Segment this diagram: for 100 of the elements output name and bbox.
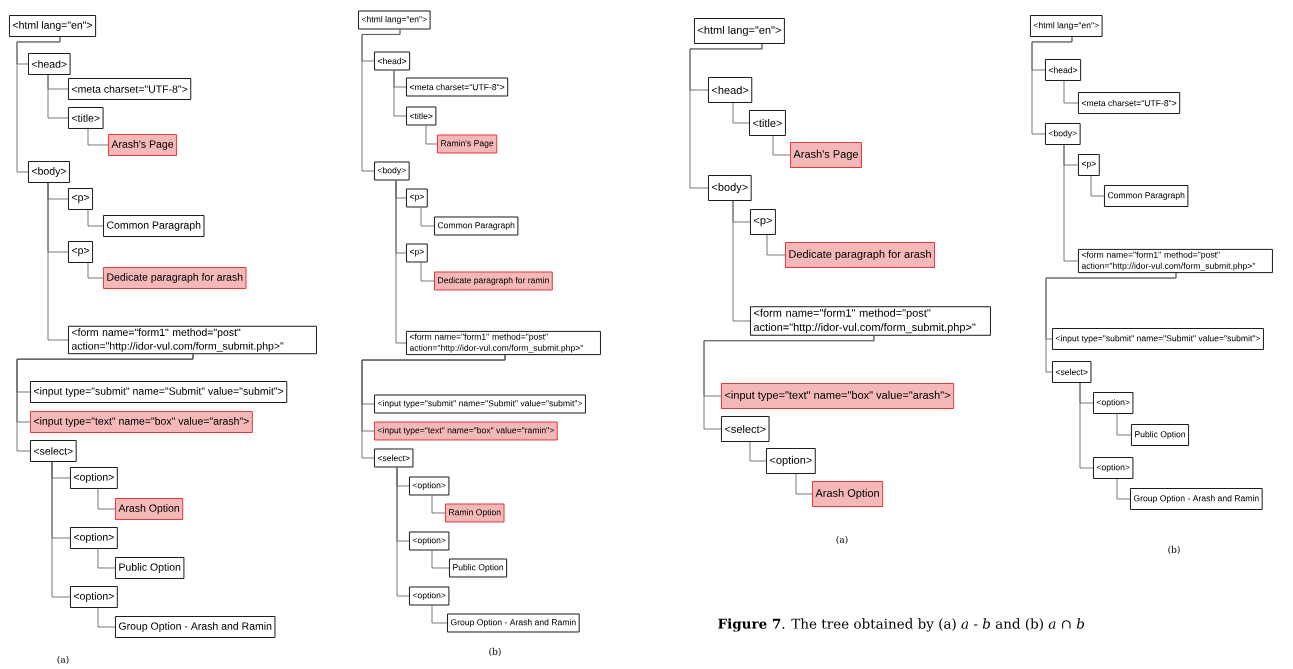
tree-node-box: <form name="form1" method="post" action="http://idor-vul.com/form_submit.php>" xyxy=(1078,248,1273,274)
tree-node-box: Public Option xyxy=(115,557,185,579)
tree-connector xyxy=(1031,36,1073,135)
subfigure-label: (b) xyxy=(489,647,501,657)
tree-node-box: Group Option - Arash and Ramin xyxy=(115,616,276,638)
tree-connector xyxy=(1045,272,1177,373)
tree-node-box: <option> xyxy=(409,476,450,496)
tree-connector xyxy=(87,128,109,146)
tree-node-box: <p> xyxy=(406,188,428,208)
tree-node-box: <meta charset="UTF-8"> xyxy=(1078,92,1181,114)
tree-node-box: <select> xyxy=(30,440,77,462)
tree-node-box: <html lang="en"> xyxy=(1030,15,1103,37)
tree-connector xyxy=(431,605,448,624)
tree-node-box: Group Option - Arash and Ramin xyxy=(447,613,580,633)
tree-connector xyxy=(16,36,61,173)
tree-node-box: <option> xyxy=(409,586,450,606)
tree-node-box: <input type="submit" name="Submit" value="submit"> xyxy=(1052,328,1264,350)
tree-node-box: <input type="submit" name="Submit" value="submit"> xyxy=(374,394,586,414)
figure-caption: Figure 7. The tree obtained by (a) a - b and (b) a ∩ b xyxy=(718,618,1085,632)
tree-node-box: <head> xyxy=(28,53,71,75)
tree-node-box: <input type="submit" name="Submit" value="submit"> xyxy=(30,381,288,403)
highlighted-node-box: Dedicate paragraph for arash xyxy=(103,267,247,289)
highlighted-node-box: Arash Option xyxy=(115,498,184,520)
tree-connector xyxy=(361,29,401,172)
tree-connector xyxy=(732,102,750,124)
tree-node-box: Common Paragraph xyxy=(1104,185,1189,207)
highlighted-node-box: Arash's Page xyxy=(108,134,178,156)
tree-node-box: <head> xyxy=(1045,59,1082,81)
highlighted-node-box: <input type="text" name="box" value="arash"> xyxy=(30,411,253,433)
tree-connector xyxy=(749,441,767,462)
tree-connector xyxy=(361,354,506,459)
tree-connector xyxy=(1063,80,1079,104)
tree-connector xyxy=(393,70,407,117)
highlighted-node-box: Arash Option xyxy=(812,481,884,507)
subfigure-label: (b) xyxy=(1168,545,1180,555)
highlighted-node-box: Dedicate paragraph for ramin xyxy=(434,271,553,291)
tree-node-box: <p> xyxy=(68,188,93,210)
tree-connector xyxy=(51,461,71,598)
highlighted-node-box: Arash's Page xyxy=(790,142,862,168)
tree-node-box: <select> xyxy=(1052,361,1092,383)
highlighted-node-box: Dedicate paragraph for arash xyxy=(785,242,935,268)
tree-node-box: <option> xyxy=(70,527,118,549)
tree-connector xyxy=(87,262,104,279)
tree-node-box: <form name="form1" method="post" action="http://idor-vul.com/form_submit.php>" xyxy=(750,306,991,336)
tree-connector xyxy=(1063,144,1079,262)
tree-connector xyxy=(772,135,791,156)
tree-node-box: <body> xyxy=(1045,123,1081,145)
tree-node-box: <option> xyxy=(70,467,118,489)
tree-node-box: <head> xyxy=(708,77,753,103)
tree-node-box: <p> xyxy=(750,209,776,235)
tree-node-box: <option> xyxy=(766,448,816,474)
tree-connector xyxy=(47,74,69,119)
subfigure-label: (a) xyxy=(836,535,848,545)
highlighted-node-box: Ramin Option xyxy=(445,503,505,523)
tree-node-box: <title> xyxy=(406,106,437,126)
tree-node-box: <form name="form1" method="post" action="http://idor-vul.com/form_submit.php>" xyxy=(406,330,601,356)
tree-connector xyxy=(766,234,786,256)
highlighted-node-box: Ramin's Page xyxy=(437,134,498,154)
tree-node-box: <meta charset="UTF-8"> xyxy=(406,77,509,97)
tree-node-box: <title> xyxy=(68,107,104,129)
tree-node-box: <option> xyxy=(409,531,450,551)
tree-node-box: <body> xyxy=(28,161,70,183)
tree-connector xyxy=(431,550,450,569)
tree-node-box: Common Paragraph xyxy=(434,216,519,236)
tree-connector xyxy=(97,607,116,628)
tree-node-box: <select> xyxy=(374,448,414,468)
tree-connector xyxy=(87,209,104,227)
tree-node-box: <title> xyxy=(749,110,786,136)
tree-connector xyxy=(703,335,875,430)
tree-node-box: <head> xyxy=(374,51,411,71)
tree-node-box: <html lang="en"> xyxy=(9,15,97,37)
tree-node-box: <html lang="en"> xyxy=(694,18,785,44)
tree-node-box: <option> xyxy=(70,586,118,608)
tree-node-box: <form name="form1" method="post" action="http://idor-vul.com/form_submit.php>" xyxy=(68,325,317,355)
tree-connector xyxy=(1090,175,1105,197)
tree-connector xyxy=(425,125,438,145)
tree-connector xyxy=(1079,382,1094,469)
tree-connector xyxy=(732,200,751,322)
tree-connector xyxy=(431,495,446,514)
tree-node-box: <option> xyxy=(1093,392,1134,414)
tree-connector xyxy=(97,488,116,510)
tree-connector xyxy=(47,182,69,341)
tree-connector xyxy=(420,262,435,282)
tree-node-box: Group Option - Arash and Ramin xyxy=(1130,488,1263,510)
tree-node-box: <html lang="en"> xyxy=(358,10,431,30)
tree-node-box: Public Option xyxy=(449,558,508,578)
tree-node-box: <option> xyxy=(1093,457,1134,479)
tree-node-box: <p> xyxy=(1078,154,1100,176)
tree-node-box: Public Option xyxy=(1131,424,1190,446)
tree-connector xyxy=(420,207,435,227)
tree-node-box: <meta charset="UTF-8"> xyxy=(68,78,192,100)
highlighted-node-box: <input type="text" name="box" value="arash"> xyxy=(721,383,955,409)
subfigure-label: (a) xyxy=(57,655,69,665)
tree-node-box: <p> xyxy=(68,241,93,263)
tree-node-box: Common Paragraph xyxy=(103,215,205,237)
tree-node-box: <body> xyxy=(708,175,752,201)
tree-connector xyxy=(396,467,410,597)
tree-connector xyxy=(689,43,763,189)
tree-node-box: <body> xyxy=(374,161,410,181)
tree-connector xyxy=(395,180,407,344)
